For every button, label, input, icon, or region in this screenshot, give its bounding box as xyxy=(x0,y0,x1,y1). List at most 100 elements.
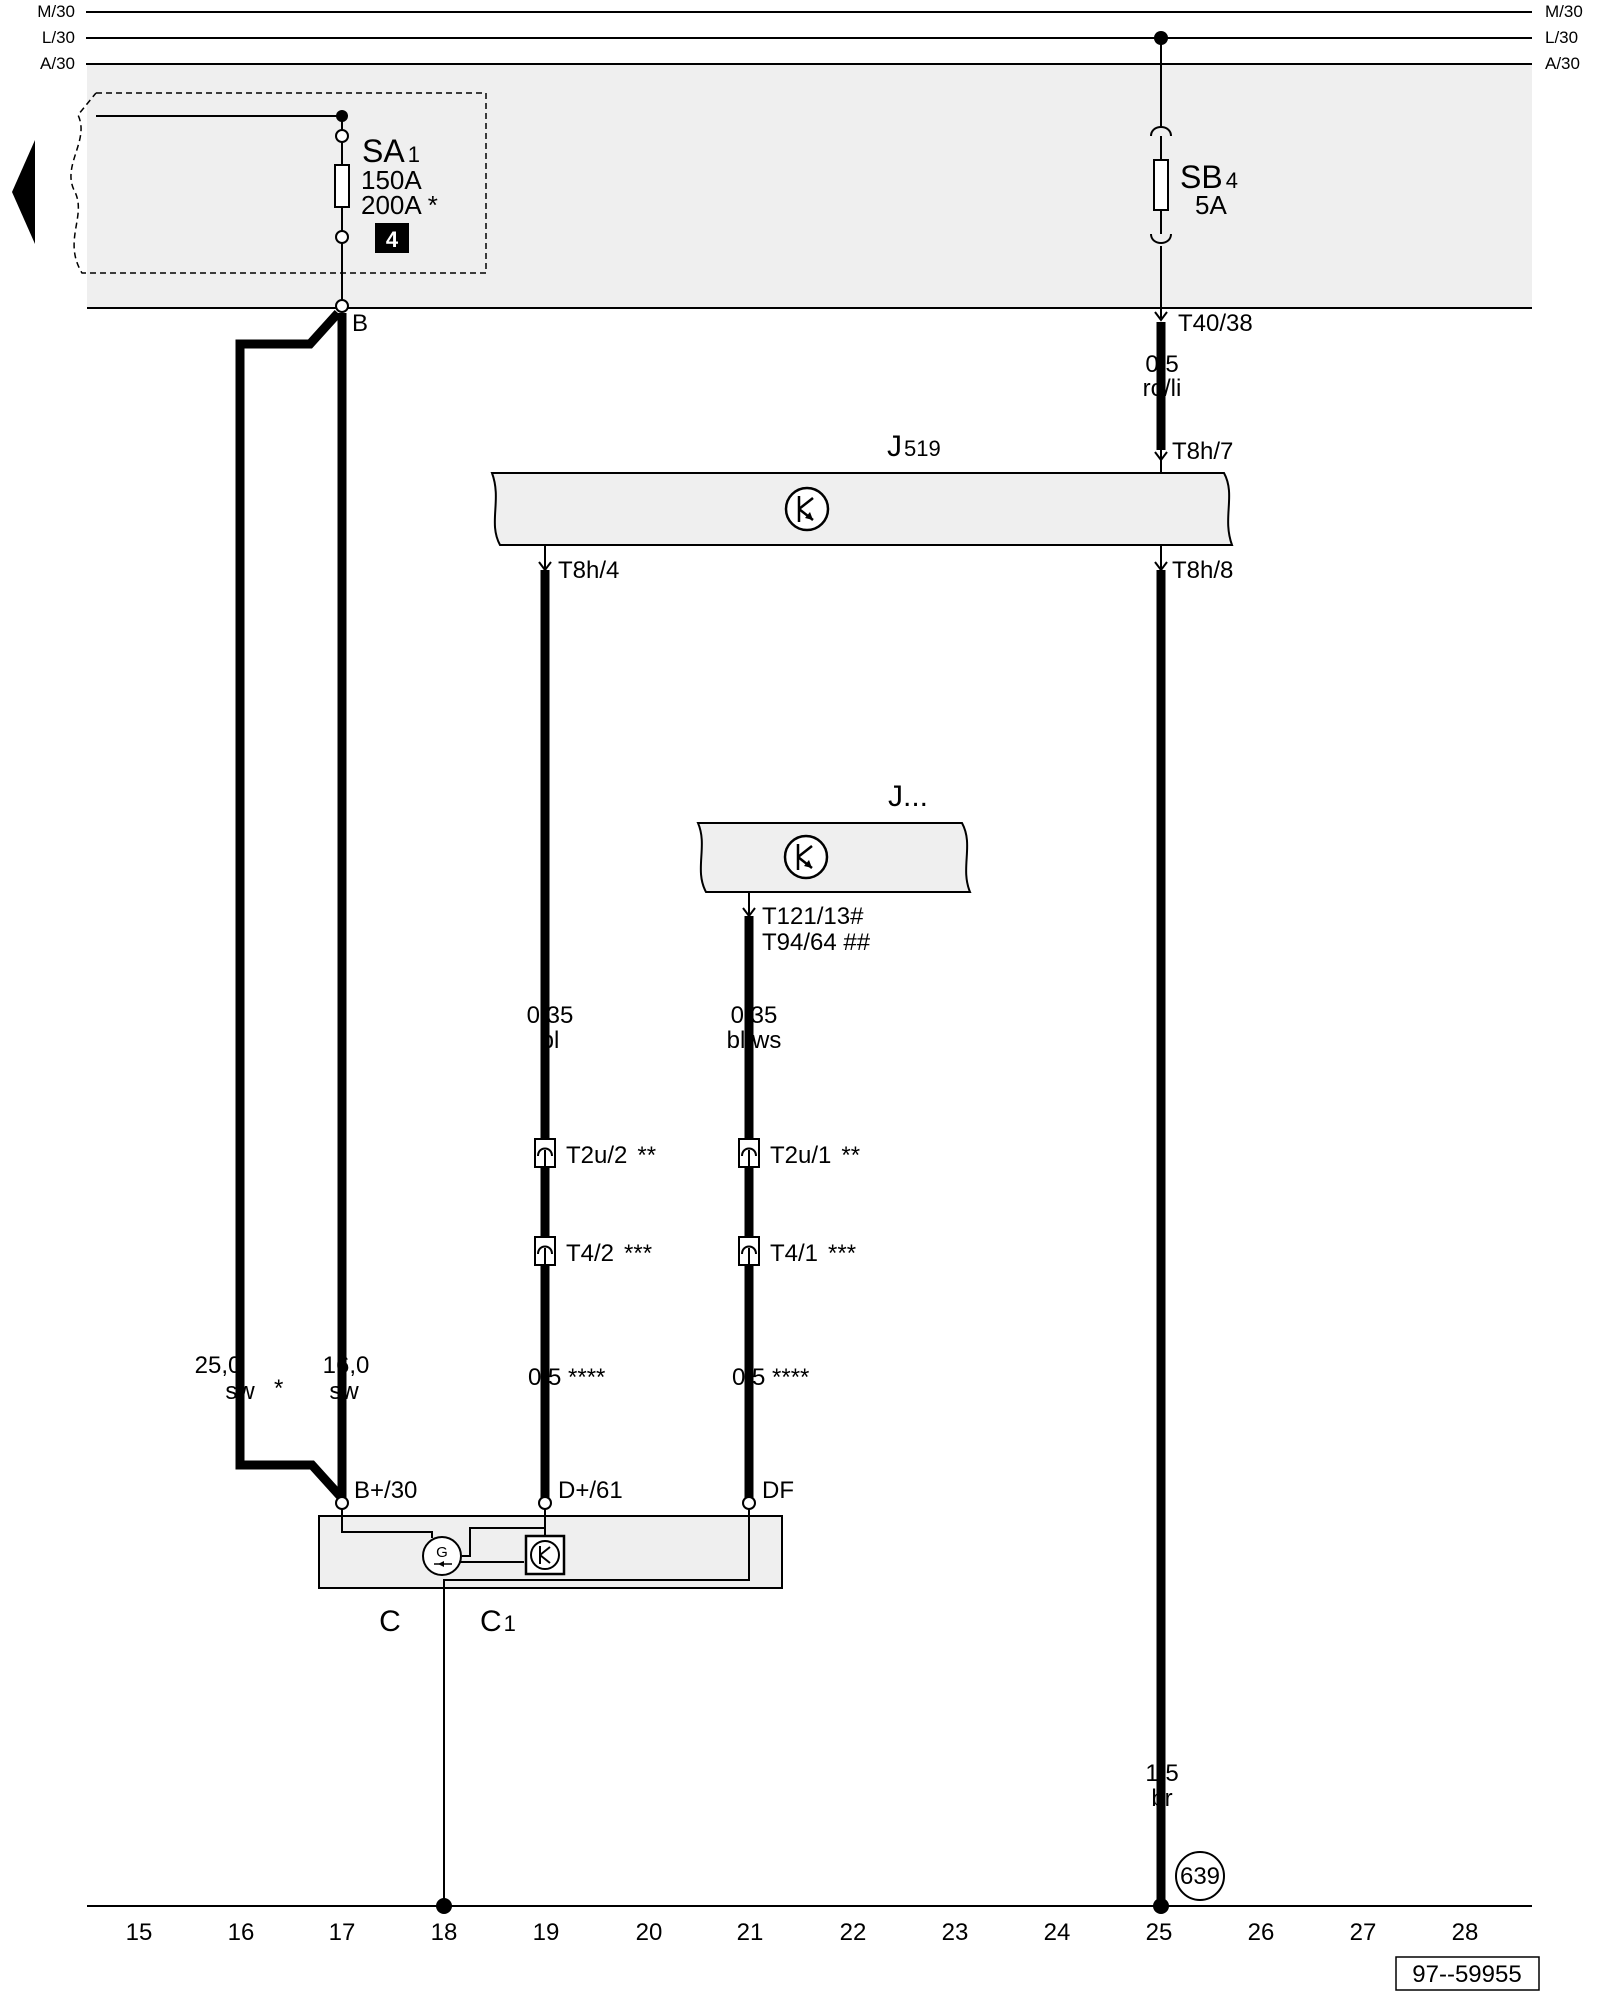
connector-label-t2u-2: T2u/2** xyxy=(566,1142,656,1169)
bus-label-m30-left: M/30 xyxy=(37,2,75,21)
fuse-sb4-rating: 5A xyxy=(1195,190,1227,220)
wire-label-05-bl-alt: 0,5 **** xyxy=(528,1364,605,1391)
pin-label-df: DF xyxy=(762,1477,794,1504)
pin-label-t121-13: T121/13# xyxy=(762,903,864,930)
component-j-dots-label: J... xyxy=(888,780,928,813)
pin-label-t8h-8: T8h/8 xyxy=(1172,557,1233,584)
sa1-fuse-holder-outline xyxy=(70,92,487,274)
bus-label-a30-right: A/30 xyxy=(1545,54,1580,73)
scale-number: 17 xyxy=(329,1919,356,1946)
ground-point-639-badge xyxy=(1175,1851,1225,1901)
scale-number: 27 xyxy=(1350,1919,1377,1946)
connector-label-t4-1-mark: *** xyxy=(828,1240,856,1267)
component-c-label: C xyxy=(379,1605,401,1638)
regulator-c1-transistor-icon xyxy=(524,1534,566,1576)
document-number: 97--59955 xyxy=(1412,1961,1521,1988)
connector-label-t2u-1: T2u/1** xyxy=(770,1142,860,1169)
terminal-b xyxy=(335,299,349,313)
pin-label-dplus-61: D+/61 xyxy=(558,1477,623,1504)
scale-number: 15 xyxy=(126,1919,153,1946)
ground-junction-25 xyxy=(1153,1898,1169,1914)
generator-symbol-g: G xyxy=(436,1544,448,1561)
j-dots-transistor-icon xyxy=(783,834,829,880)
connector-t4-2-icon xyxy=(534,1236,556,1266)
scale-number: 21 xyxy=(737,1919,764,1946)
component-j519-index: 519 xyxy=(904,436,941,461)
generator-icon: G xyxy=(422,1536,462,1576)
connector-label-t4-1: T4/1*** xyxy=(770,1240,856,1267)
wire-label-035-blws-color: bl/ws xyxy=(727,1027,782,1054)
scale-number: 25 xyxy=(1146,1919,1173,1946)
fuse-sa1-ref-number: 4 xyxy=(386,227,399,252)
pin-label-t40-38: T40/38 xyxy=(1178,310,1253,337)
scale-number: 19 xyxy=(533,1919,560,1946)
wire-label-br: br xyxy=(1151,1785,1172,1812)
fuse-sa1-rating-b: 200A* xyxy=(361,190,438,220)
connector-t2u-1-icon xyxy=(738,1138,760,1168)
pin-label-t8h-4: T8h/4 xyxy=(558,557,619,584)
fuse-sa1-index: 1 xyxy=(408,142,420,167)
ground-point-639-label: 639 xyxy=(1180,1863,1220,1890)
fuse-sa1-rating-a: 150A xyxy=(361,165,422,195)
bus-label-a30-left: A/30 xyxy=(40,54,75,73)
fuse-panel-area xyxy=(87,64,1532,308)
scale-number: 18 xyxy=(431,1919,458,1946)
pin-label-bplus-30: B+/30 xyxy=(354,1477,417,1504)
fuse-sa1-ref-badge xyxy=(375,223,409,253)
fuse-sb4-index: 4 xyxy=(1226,168,1238,193)
terminal-df xyxy=(742,1496,756,1510)
pin-label-t8h-7: T8h/7 xyxy=(1172,438,1233,465)
previous-page-arrow-icon[interactable] xyxy=(12,140,35,244)
fuse-sa1 xyxy=(96,110,350,300)
component-c1-label: C1 xyxy=(480,1605,516,1638)
wire-label-035-bl-color: bl xyxy=(541,1027,560,1054)
wire-label-25-sw: sw xyxy=(225,1378,255,1405)
wire-label-05: 0,5 xyxy=(1145,351,1178,378)
scale-number: 26 xyxy=(1248,1919,1275,1946)
component-j519-label: J519 xyxy=(887,430,941,463)
ground-junction-18 xyxy=(436,1898,452,1914)
scale-number: 16 xyxy=(228,1919,255,1946)
fuse-sa1-rating-b-mark: * xyxy=(428,190,438,220)
alternator-internal-wiring xyxy=(341,1509,750,1906)
fuse-sb4 xyxy=(1150,31,1172,322)
control-unit-j519 xyxy=(490,472,1234,546)
bus-label-l30-right: L/30 xyxy=(1545,28,1578,47)
connector-label-t4-2: T4/2*** xyxy=(566,1240,652,1267)
wire-label-ro-li: ro/li xyxy=(1143,375,1182,402)
scale-number: 28 xyxy=(1452,1919,1479,1946)
wire-label-035-blws-size: 0,35 xyxy=(731,1002,778,1029)
j519-transistor-icon xyxy=(784,486,830,532)
wire-label-25-mark: * xyxy=(274,1375,283,1402)
connector-label-t4-2-mark: *** xyxy=(624,1240,652,1267)
connector-label-t2u-1-mark: ** xyxy=(841,1142,860,1169)
bus-label-m30-right: M/30 xyxy=(1545,2,1583,21)
bus-label-l30-left: L/30 xyxy=(42,28,75,47)
control-unit-j-dots xyxy=(696,822,972,893)
wire-label-16-sw: sw xyxy=(329,1378,359,1405)
document-number-box xyxy=(1395,1956,1540,1991)
connector-t4-1-icon xyxy=(738,1236,760,1266)
terminal-bplus-30 xyxy=(335,1496,349,1510)
current-path-scale: 15 16 17 18 19 20 21 22 23 24 25 26 27 2… xyxy=(126,1919,1479,1946)
terminal-dplus-61 xyxy=(538,1496,552,1510)
scale-number: 20 xyxy=(636,1919,663,1946)
pin-label-t94-64: T94/64 ## xyxy=(762,929,871,956)
scale-number: 23 xyxy=(942,1919,969,1946)
component-c1-index: 1 xyxy=(504,1611,516,1636)
wire-25-sw xyxy=(235,309,344,1500)
top-busbars: M/30 L/30 A/30 M/30 L/30 A/30 xyxy=(37,2,1583,73)
wire-label-05-blws-alt: 0,5 **** xyxy=(732,1364,809,1391)
wire-label-035-bl-size: 0,35 xyxy=(527,1002,574,1029)
wire-label-15: 1,5 xyxy=(1145,1760,1178,1787)
pin-label-b: B xyxy=(352,310,368,337)
wire-label-16: 16,0 xyxy=(323,1352,370,1379)
scale-number: 24 xyxy=(1044,1919,1071,1946)
wire-label-25: 25,0 xyxy=(195,1352,242,1379)
scale-number: 22 xyxy=(840,1919,867,1946)
connector-label-t2u-2-mark: ** xyxy=(637,1142,656,1169)
connector-t2u-2-icon xyxy=(534,1138,556,1168)
